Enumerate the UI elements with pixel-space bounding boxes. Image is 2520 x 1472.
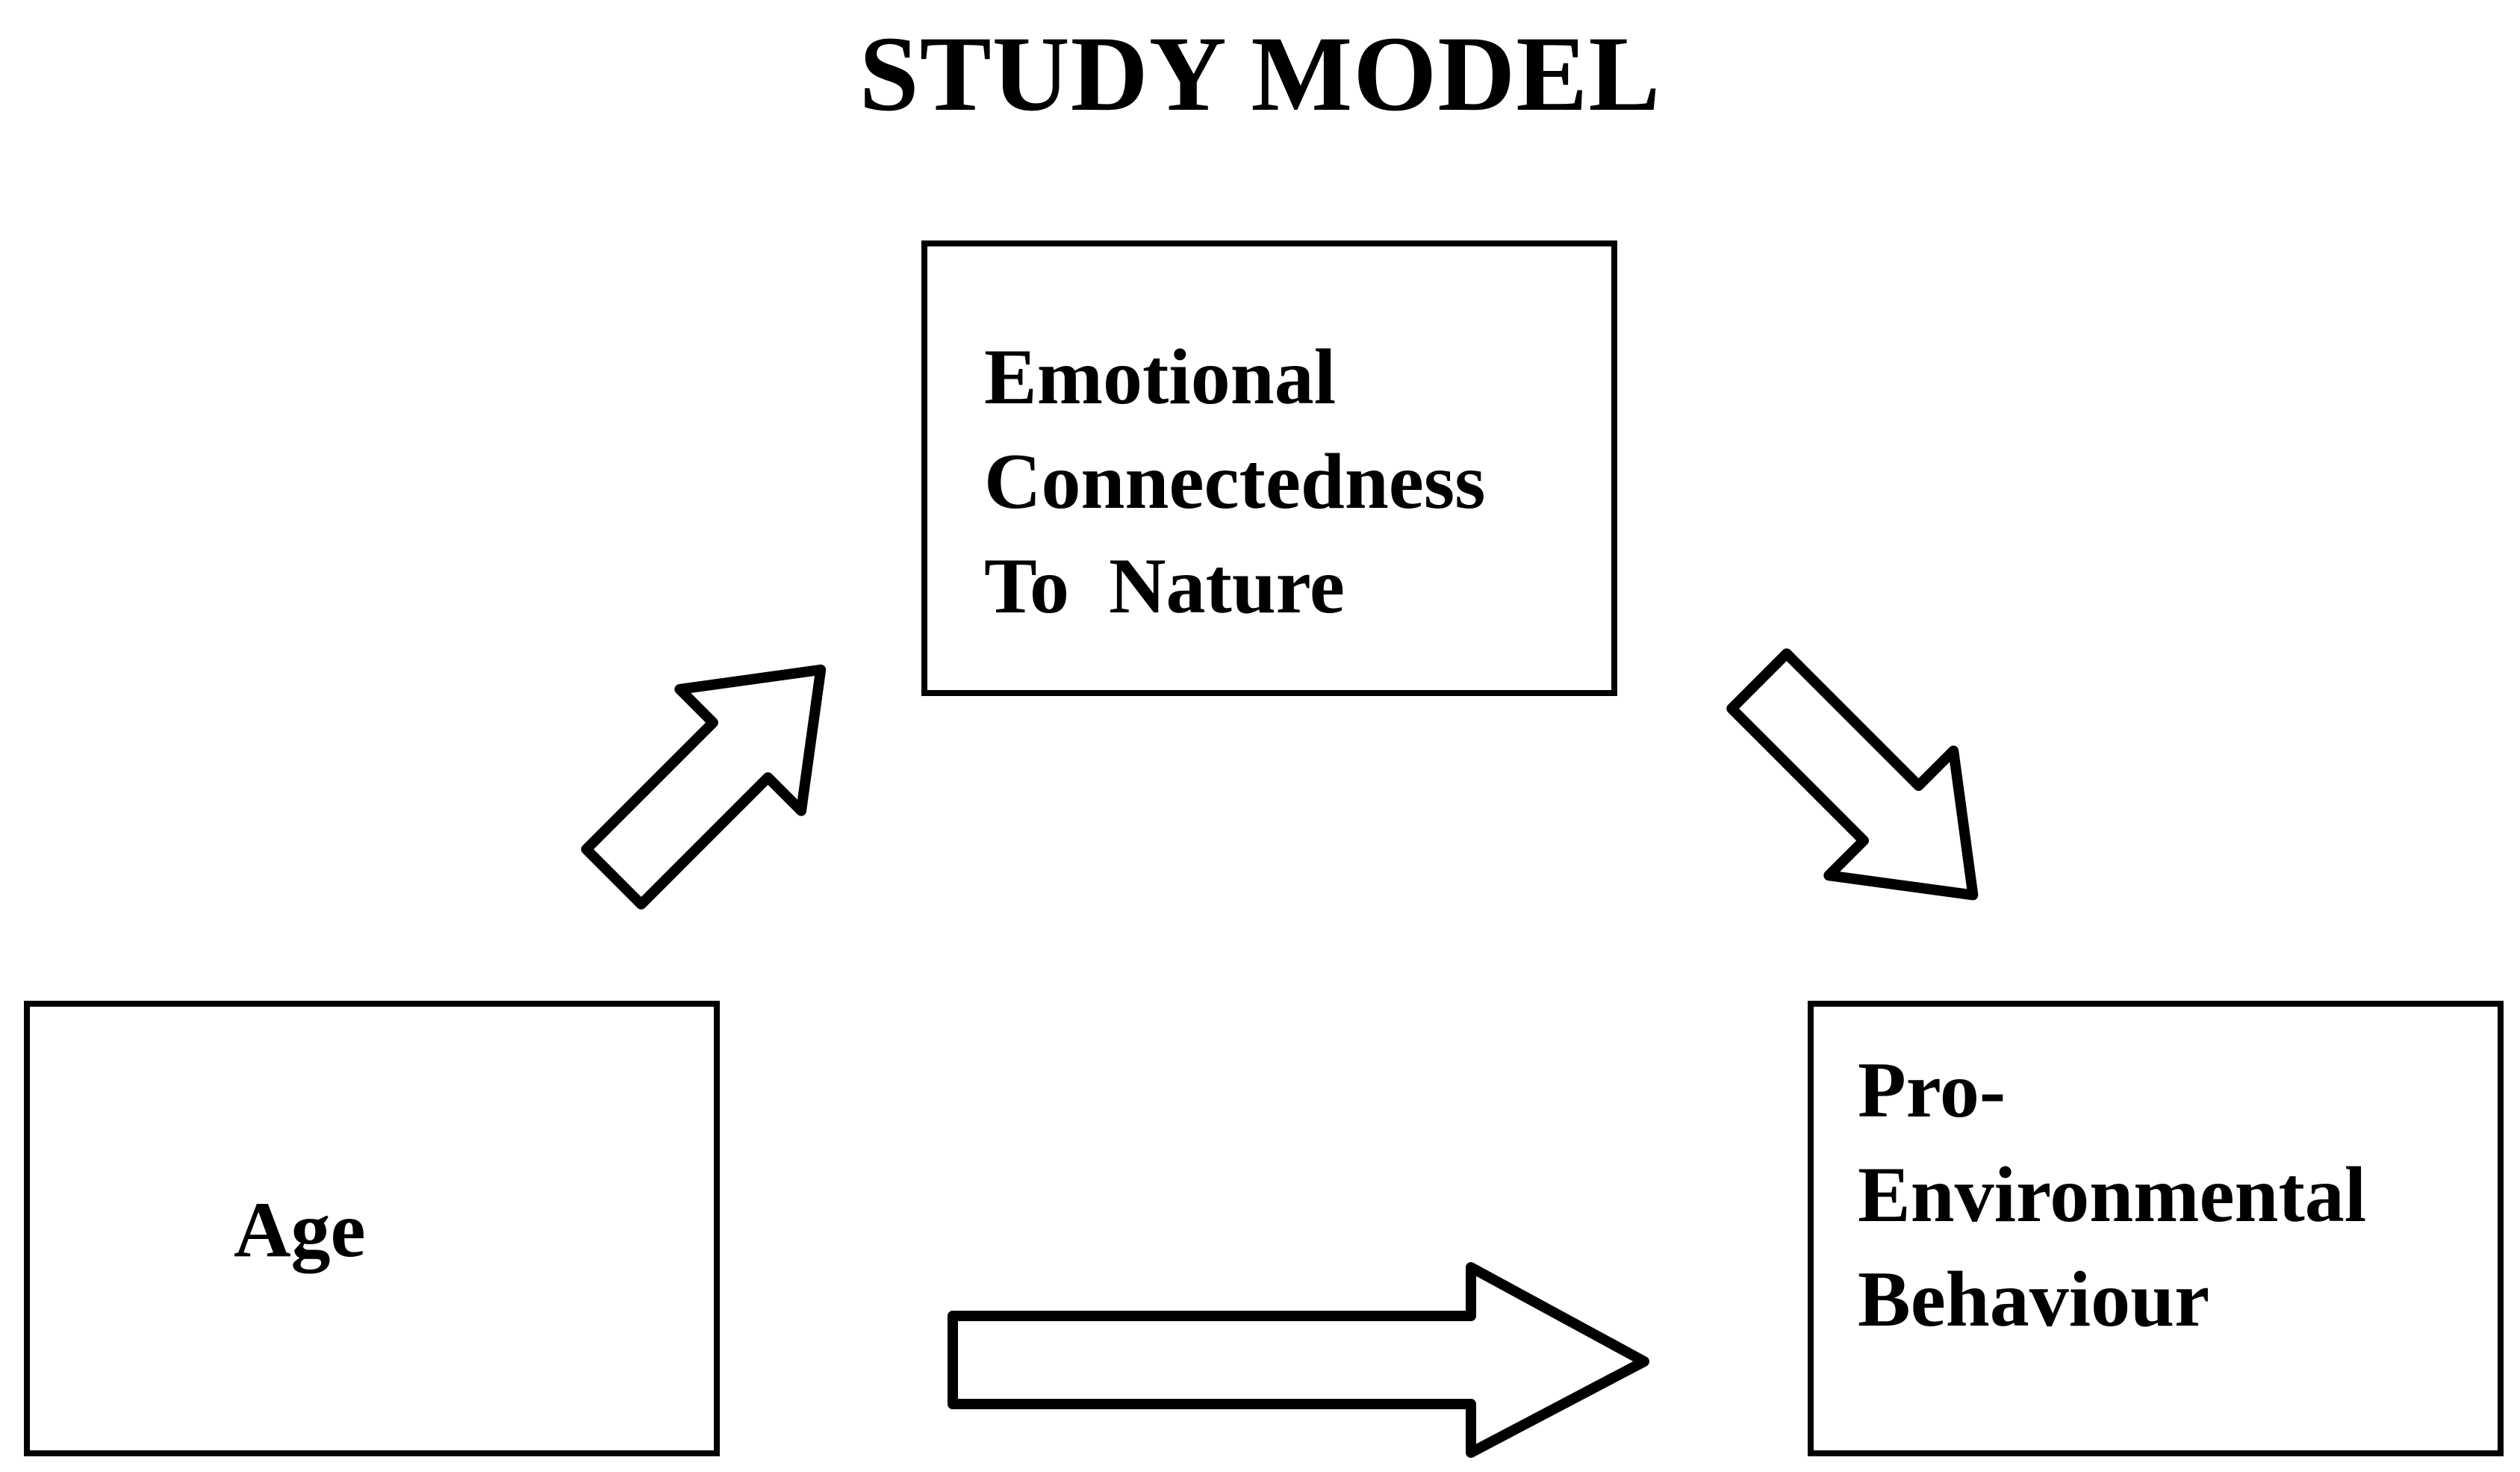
arrow-predictor-to-mediator-group <box>581 664 827 910</box>
node-outcome-label-1: Pro- <box>1858 1046 2006 1134</box>
node-outcome-label-3: Behaviour <box>1858 1255 2210 1343</box>
node-outcome-label-2: Environmental <box>1858 1151 2367 1238</box>
node-mediator <box>921 240 1617 696</box>
arrow-mediator-to-outcome-shape <box>1726 648 1979 901</box>
node-predictor <box>24 1001 720 1456</box>
node-mediator-label-2: Connectedness <box>984 438 1486 525</box>
arrow-predictor-to-mediator-shape <box>581 664 827 910</box>
node-mediator-label-1: Emotional <box>984 333 1337 420</box>
arrow-mediator-to-outcome-group <box>1726 648 1979 901</box>
diagram-title: STUDY MODEL <box>859 15 1661 134</box>
node-outcome <box>1808 1001 2504 1456</box>
node-mediator-label-3: To Nature <box>984 542 1345 630</box>
arrow-predictor-to-outcome <box>948 1262 1649 1458</box>
node-predictor-label: Age <box>234 1186 366 1273</box>
